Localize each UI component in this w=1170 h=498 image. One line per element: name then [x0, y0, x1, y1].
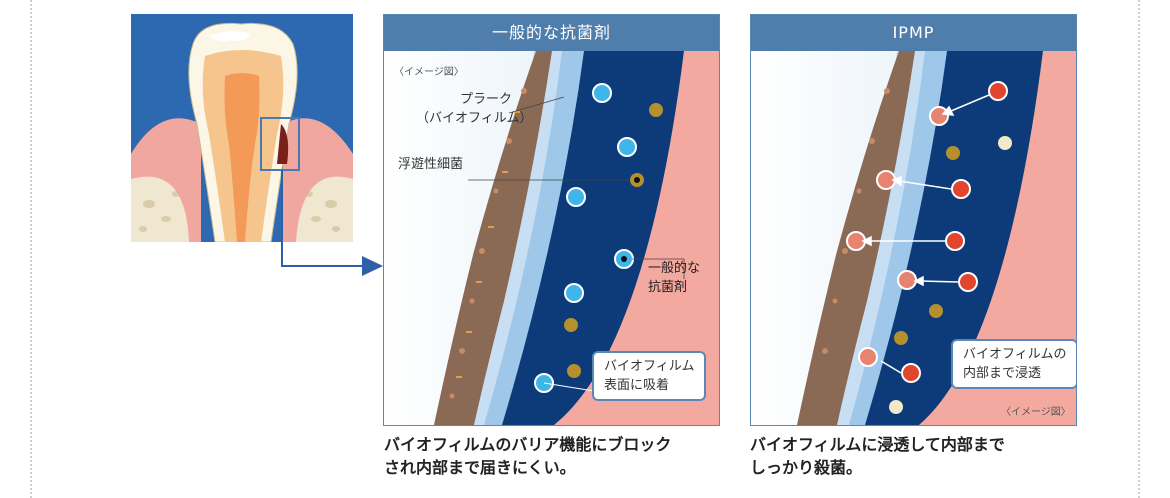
caption-general: バイオフィルムのバリア機能にブロック され内部まで届きにくい。: [384, 435, 672, 477]
caption-ipmp: バイオフィルムに浸透して内部まで しっかり殺菌。: [750, 435, 1005, 477]
left-dotted-border: [30, 0, 32, 498]
general-antibacterial-panel: 一般的な抗菌剤: [383, 14, 720, 426]
panel-title-ipmp: IPMP: [751, 15, 1076, 51]
ipmp-panel: IPMP: [750, 14, 1077, 426]
right-dotted-border: [1138, 0, 1140, 498]
image-note-general: 〈イメージ図〉: [394, 67, 464, 78]
callout-surface-adsorption: バイオフィルム 表面に吸着: [592, 351, 707, 401]
callout-penetration: バイオフィルムの 内部まで浸透: [951, 339, 1076, 389]
ipmp-biofilm-diagram: [751, 51, 1076, 425]
panel-title-general: 一般的な抗菌剤: [384, 15, 719, 51]
tooth-illustration: [131, 14, 353, 242]
image-note-ipmp: 〈イメージ図〉: [1001, 407, 1071, 418]
label-general-antibacterial: 一般的な 抗菌剤: [648, 261, 701, 295]
label-floating-bacteria: 浮遊性細菌: [398, 157, 464, 172]
label-plaque: プラーク （バイオフィルム）: [416, 92, 533, 126]
